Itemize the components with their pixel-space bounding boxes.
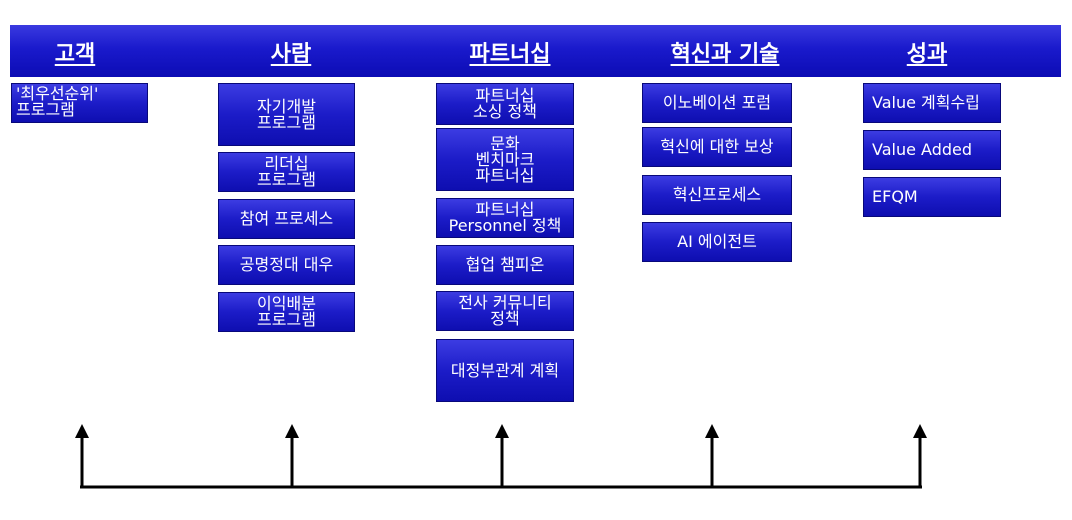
performance-item-efqm: EFQM	[863, 177, 1001, 217]
header-bar	[10, 25, 1061, 77]
innovation-item-forum: 이노베이션 포럼	[642, 83, 792, 123]
innovation-item-ai-agent: AI 에이전트	[642, 222, 792, 262]
partnership-item-personnel-policy: 파트너십 Personnel 정책	[436, 198, 574, 238]
arrowhead-innovation	[705, 424, 719, 438]
arrowhead-performance	[913, 424, 927, 438]
arrowhead-partnership	[495, 424, 509, 438]
column-header-performance: 성과	[906, 42, 948, 67]
partnership-item-community-policy: 전사 커뮤니티 정책	[436, 291, 574, 331]
people-item-self-development: 자기개발 프로그램	[218, 83, 355, 146]
people-item-engagement: 참여 프로세스	[218, 199, 355, 239]
people-item-fair-treatment: 공명정대 대우	[218, 245, 355, 285]
column-header-partnership: 파트너십	[469, 42, 551, 67]
people-item-leadership: 리더십 프로그램	[218, 152, 355, 192]
arrowhead-people	[285, 424, 299, 438]
partnership-item-collab-champion: 협업 챔피온	[436, 245, 574, 285]
innovation-item-process: 혁신프로세스	[642, 175, 792, 215]
column-header-innovation: 혁신과 기술	[670, 42, 780, 67]
partnership-item-government-relations: 대정부관계 계획	[436, 339, 574, 402]
customer-item-priority-program: '최우선순위' 프로그램	[11, 83, 148, 123]
arrowhead-customer	[75, 424, 89, 438]
people-item-profit-sharing: 이익배분 프로그램	[218, 292, 355, 332]
column-header-people: 사람	[270, 42, 312, 67]
performance-item-value-added: Value Added	[863, 130, 1001, 170]
partnership-item-culture-benchmark: 문화 벤치마크 파트너십	[436, 128, 574, 191]
innovation-item-reward: 혁신에 대한 보상	[642, 127, 792, 167]
performance-item-value-planning: Value 계획수립	[863, 83, 1001, 123]
column-header-customer: 고객	[54, 42, 96, 67]
partnership-item-sourcing-policy: 파트너십 소싱 정책	[436, 83, 574, 125]
